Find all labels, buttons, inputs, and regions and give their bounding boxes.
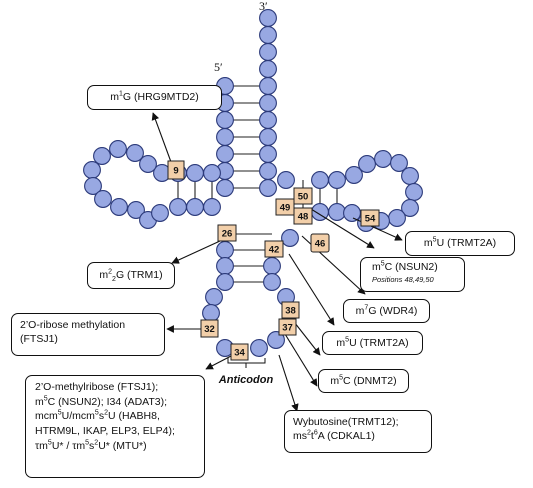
position-48: 48 [293, 207, 313, 225]
svg-text:32: 32 [204, 324, 215, 335]
svg-text:46: 46 [315, 239, 326, 250]
label-ribose-methylation: 2’O-ribose methylation (FTSJ1) [11, 313, 165, 356]
svg-text:26: 26 [222, 229, 233, 240]
position-46: 46 [310, 233, 330, 253]
label-m5u-trmt2a-38: m5U (TRMT2A) [322, 331, 423, 355]
label-wybutosine: Wybutosine(TRMT12); ms2t6A (CDKAL1) [284, 410, 432, 453]
svg-text:38: 38 [285, 306, 296, 317]
position-49: 49 [275, 198, 295, 216]
position-38: 38 [281, 301, 300, 319]
position-34: 34 [230, 343, 249, 361]
anticodon-label: Anticodon [218, 374, 274, 386]
label-m1g: m1G (HRG9MTD2) [87, 85, 222, 110]
svg-text:9: 9 [173, 166, 178, 177]
svg-text:37: 37 [282, 323, 293, 334]
position-37: 37 [278, 318, 297, 336]
svg-text:50: 50 [298, 192, 309, 203]
label-m5c-nsun2: m5C (NSUN2) Positions 48,49,50 [360, 257, 465, 292]
label-anticodon-modifications: 2’O-methylribose (FTSJ1); m5C (NSUN2); I… [25, 375, 205, 478]
five-prime-label: 5′ [214, 60, 223, 74]
svg-text:48: 48 [298, 212, 309, 223]
svg-text:34: 34 [234, 348, 245, 359]
anticodon-bracket [227, 358, 266, 368]
nucleotides [83, 9, 423, 357]
label-m5u-trmt2a-54: m5U (TRMT2A) [405, 231, 515, 256]
position-9: 9 [167, 160, 185, 180]
position-32: 32 [200, 319, 219, 338]
label-m5c-dnmt2: m5C (DNMT2) [318, 369, 409, 393]
position-markers: 9 26 42 46 48 49 50 54 [167, 160, 380, 361]
label-m22g: m22G (TRM1) [87, 262, 175, 289]
three-prime-label: 3′ [259, 0, 268, 13]
position-50: 50 [293, 187, 313, 205]
position-42: 42 [264, 240, 284, 258]
svg-text:54: 54 [365, 214, 376, 225]
position-26: 26 [217, 224, 237, 242]
position-54: 54 [360, 209, 380, 227]
svg-text:42: 42 [269, 245, 280, 256]
label-m7g-wdr4: m7G (WDR4) [343, 299, 430, 323]
svg-text:49: 49 [280, 203, 291, 214]
